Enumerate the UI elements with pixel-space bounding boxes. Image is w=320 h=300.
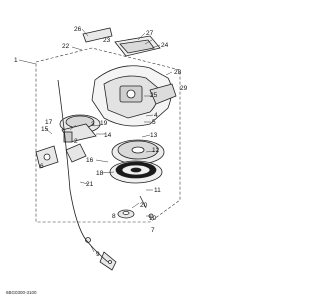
- label-8: 8: [112, 213, 116, 220]
- label-20: 20: [140, 202, 148, 209]
- leader-lines: [18, 28, 173, 253]
- label-4: 4: [154, 112, 158, 119]
- label-22: 22: [62, 43, 70, 50]
- label-15: 15: [41, 126, 49, 133]
- drawing-code: 6BG0300-3100: [6, 290, 37, 295]
- recoil-drum: [109, 139, 165, 184]
- label-28: 28: [174, 69, 182, 76]
- grommet-6: [35, 145, 59, 169]
- label-23: 23: [103, 37, 111, 44]
- label-26: 26: [74, 26, 82, 33]
- label-11: 11: [154, 187, 161, 194]
- label-12: 12: [152, 147, 160, 154]
- label-3: 3: [91, 121, 95, 128]
- label-18: 18: [96, 170, 104, 177]
- part-labels: 1 2 3 4 5 6 7 8 9 10 11 12 13 14 15 16 1…: [14, 26, 188, 258]
- label-7: 7: [151, 227, 155, 234]
- label-16: 16: [86, 157, 94, 164]
- label-17: 17: [45, 119, 53, 126]
- label-2: 2: [74, 138, 78, 145]
- label-24: 24: [161, 42, 169, 49]
- label-21: 21: [86, 181, 94, 188]
- pulley-assembly: [59, 114, 101, 143]
- label-9: 9: [96, 251, 100, 258]
- label-25: 25: [150, 92, 158, 99]
- label-29: 29: [180, 85, 188, 92]
- bracket-17: [65, 143, 87, 163]
- exploded-parts-diagram: 1 2 3 4 5 6 7 8 9 10 11 12 13 14 15 16 1…: [6, 26, 188, 295]
- label-27: 27: [146, 30, 154, 37]
- top-cover: [82, 27, 161, 57]
- cable-21: [57, 79, 109, 263]
- label-10: 10: [149, 215, 157, 222]
- diagram-svg: 1 2 3 4 5 6 7 8 9 10 11 12 13 14 15 16 1…: [6, 26, 188, 295]
- starter-housing: [91, 65, 177, 127]
- lower-small-parts: [85, 195, 154, 271]
- label-5: 5: [152, 119, 156, 126]
- label-14: 14: [104, 132, 112, 139]
- assembly-boundary: [35, 47, 181, 223]
- label-1: 1: [14, 57, 18, 64]
- label-19: 19: [100, 120, 108, 127]
- label-13: 13: [150, 132, 158, 139]
- label-6: 6: [40, 163, 44, 170]
